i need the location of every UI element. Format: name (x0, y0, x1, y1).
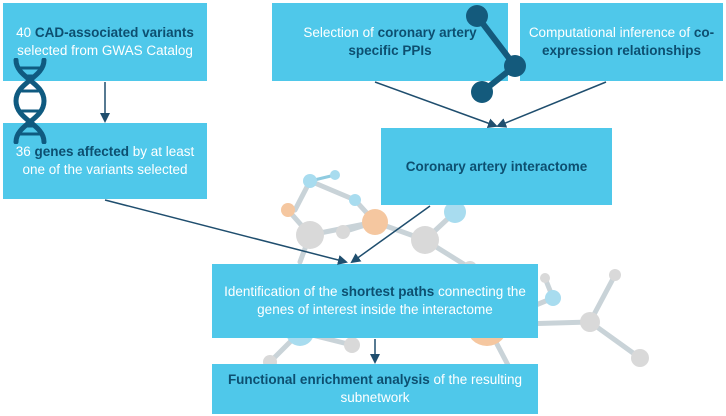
network-node (609, 269, 621, 281)
ppi-selection-text: Selection of coronary artery specific PP… (303, 25, 477, 58)
shortest-paths-text: Identification of the shortest paths con… (224, 284, 526, 317)
gwas-variants-text: 40 CAD-associated variants selected from… (16, 25, 194, 58)
network-node (344, 337, 360, 353)
network-node (444, 201, 466, 223)
coexpression-highlight: co-expression relationships (541, 25, 715, 58)
network-node (336, 225, 350, 239)
network-edge (307, 178, 358, 203)
gwas-variants-box: 40 CAD-associated variants selected from… (3, 3, 207, 81)
arrow-coexp-to-interactome (496, 81, 607, 128)
network-node (580, 312, 600, 332)
arrow-ppi-to-interactome (374, 81, 498, 128)
coexpression-box: Computational inference of co-expression… (520, 3, 723, 81)
interactome-highlight: Coronary artery interactome (405, 158, 588, 174)
ppi-selection-highlight: coronary artery specific PPIs (348, 25, 477, 58)
arrow-genes-to-paths (104, 199, 348, 265)
network-node (411, 226, 439, 254)
affected-genes-text: 36 genes affected by at least one of the… (15, 144, 195, 177)
network-node (545, 290, 561, 306)
affected-genes-box: 36 genes affected by at least one of the… (3, 123, 207, 199)
shortest-paths-highlight: shortest paths (341, 284, 435, 299)
enrichment-analysis-highlight: Functional enrichment analysis (227, 372, 430, 387)
shortest-paths-box: Identification of the shortest paths con… (212, 264, 538, 338)
gwas-variants-highlight: CAD-associated variants (34, 25, 194, 40)
network-node (296, 221, 324, 249)
network-node (330, 170, 340, 180)
ppi-selection-box: Selection of coronary artery specific PP… (272, 3, 508, 81)
affected-genes-highlight: genes affected (34, 144, 130, 159)
network-node (281, 203, 295, 217)
network-node (631, 349, 649, 367)
arrow-interactome-to-paths (350, 205, 431, 264)
enrichment-analysis-text: Functional enrichment analysis of the re… (227, 372, 523, 405)
interactome-box: Coronary artery interactome (381, 128, 612, 205)
enrichment-analysis-box: Functional enrichment analysis of the re… (212, 364, 538, 414)
dna-icon (13, 58, 47, 144)
network-node (362, 209, 388, 235)
network-node (303, 174, 317, 188)
interactome-text: Coronary artery interactome (406, 158, 588, 176)
network-node (349, 194, 361, 206)
network-node (540, 273, 550, 283)
coexpression-text: Computational inference of co-expression… (528, 25, 715, 58)
network-edge (587, 319, 643, 361)
network-link-icon (466, 5, 526, 103)
